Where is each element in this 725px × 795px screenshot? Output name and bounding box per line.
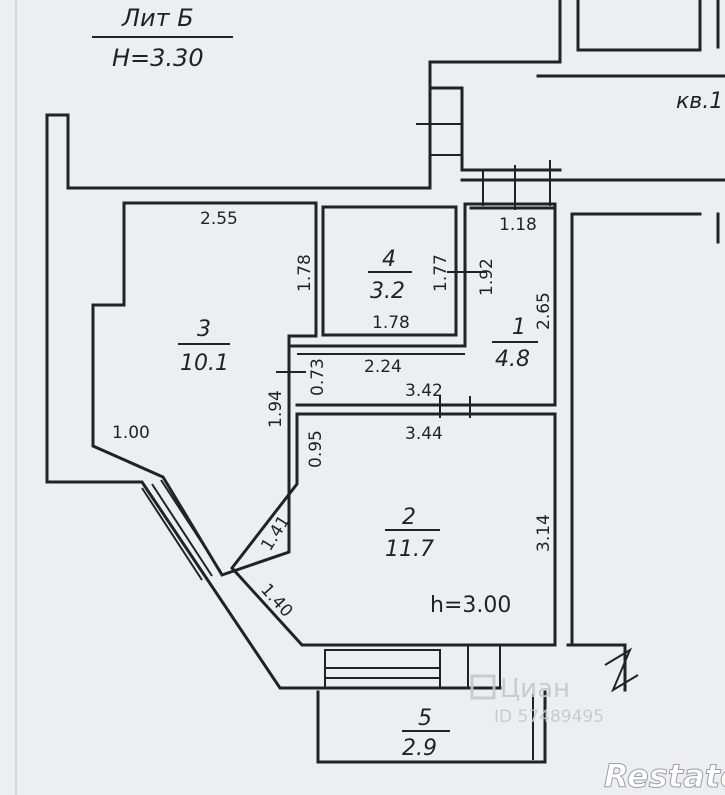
break-marker (604, 647, 639, 693)
window-room-3 (141, 479, 222, 581)
room-1-outline (469, 206, 557, 407)
dim-r3-bottom: 1.00 (112, 423, 150, 443)
dim-r2-right: 3.14 (534, 514, 554, 552)
room-3-area: 10.1 (180, 351, 229, 376)
height-label: H=3.30 (112, 44, 204, 72)
room-5-area: 2.9 (402, 736, 437, 761)
dim-r1-right: 2.65 (534, 292, 554, 330)
dim-corr-height: 0.73 (308, 358, 328, 396)
restate-logo: Restate (604, 757, 725, 795)
dim-r1-top: 1.18 (499, 215, 537, 235)
neighbour-outline (45, 0, 725, 244)
apartment-ref: кв.1 (676, 89, 723, 114)
room-5-number: 5 (418, 706, 432, 731)
dim-r3-top: 2.55 (200, 209, 238, 229)
svg-text:Restate: Restate (604, 757, 725, 795)
dim-r2-top-inner: 3.44 (405, 424, 443, 444)
room-4-number: 4 (382, 247, 396, 272)
balcony-door (324, 645, 501, 689)
room-1-area: 4.8 (495, 347, 530, 372)
cian-watermark: Циан ID 57489495 (470, 674, 604, 727)
dim-r4-left: 1.77 (431, 254, 451, 292)
room-1-number: 1 (512, 315, 526, 340)
dim-r4-right: 1.92 (477, 258, 497, 296)
balcony-outline (316, 690, 547, 764)
room-2-number: 2 (402, 505, 416, 530)
svg-text:ID 57489495: ID 57489495 (494, 707, 604, 727)
dim-r2-top-outer: 3.42 (405, 381, 443, 401)
room-2-area: 11.7 (385, 537, 434, 562)
lit-label: Лит Б (121, 4, 194, 32)
dim-r2-left: 0.95 (306, 430, 326, 468)
room-3-number: 3 (197, 317, 211, 342)
room-3-outline (91, 201, 318, 577)
room-4-area: 3.2 (370, 279, 405, 304)
room-height: h=3.00 (430, 593, 511, 618)
dim-r3-right: 1.78 (295, 254, 315, 292)
svg-text:Циан: Циан (500, 674, 570, 704)
dim-corr-width: 2.24 (364, 357, 402, 377)
dim-r4-bottom: 1.78 (372, 313, 410, 333)
room-2-outline (230, 412, 557, 647)
corridor-outline (287, 202, 557, 407)
dim-r3-corridor: 1.94 (266, 390, 286, 428)
